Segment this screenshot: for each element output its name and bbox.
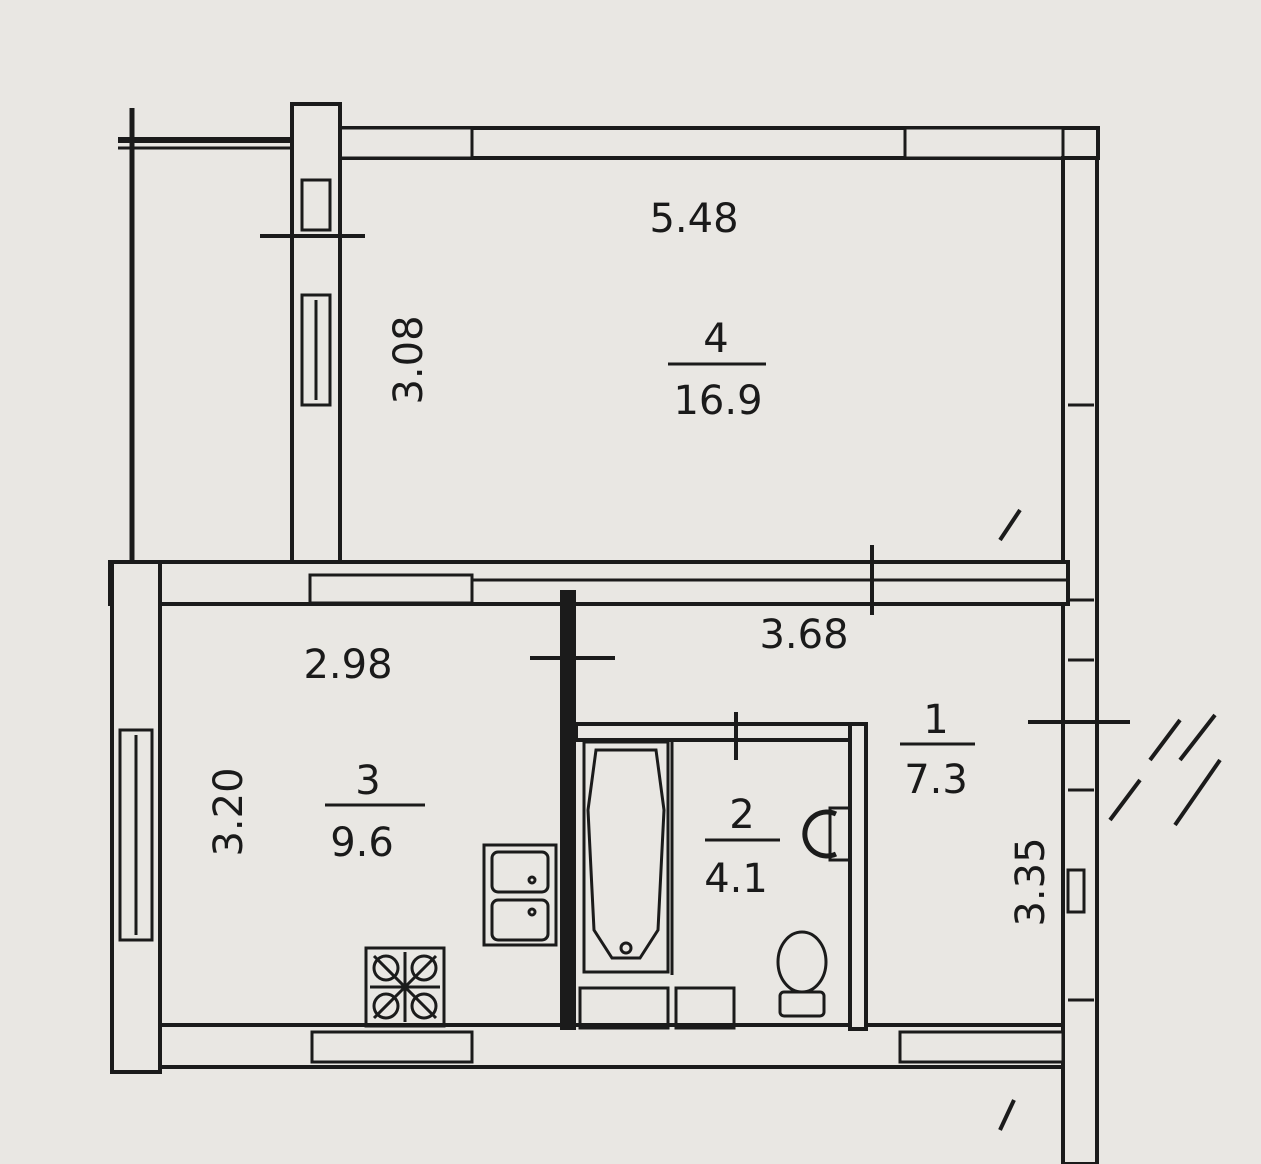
washbasin-icon — [802, 806, 852, 862]
bathtub-icon — [582, 740, 670, 974]
room-1-area: 7.3 — [904, 757, 968, 803]
room-4-number: 4 — [703, 316, 728, 362]
room-2: 2 4.1 — [704, 792, 780, 902]
window-top-right — [903, 126, 1065, 160]
fixtures — [364, 508, 1222, 1131]
partition-room3-hall — [560, 590, 576, 1030]
stove-icon — [364, 946, 446, 1028]
bath-cabinet-icon — [578, 986, 670, 1030]
bathroom-wall-right — [848, 722, 868, 1031]
room-2-number: 2 — [729, 792, 754, 838]
room-1-width: 3.68 — [759, 612, 848, 658]
kitchen-sink-icon — [482, 843, 558, 947]
room-4: 5.48 3.08 4 16.9 — [386, 196, 766, 424]
walls — [108, 102, 1100, 1164]
toilet-icon — [776, 930, 828, 1018]
middle-wall — [108, 560, 1070, 606]
room-1-height: 3.35 — [1008, 837, 1054, 926]
room-4-width: 5.48 — [649, 196, 738, 242]
room-3-width: 2.98 — [303, 642, 392, 688]
room-1: 3.68 3.35 1 7.3 — [759, 612, 1054, 927]
room-4-height: 3.08 — [386, 315, 432, 404]
bathroom-wall-top — [574, 722, 868, 742]
room-3-number: 3 — [355, 758, 380, 804]
room-3: 2.98 3.20 3 9.6 — [206, 642, 425, 866]
room-3-height: 3.20 — [206, 767, 252, 856]
room-4-area: 16.9 — [673, 378, 762, 424]
room-1-number: 1 — [923, 697, 948, 743]
room-2-area: 4.1 — [704, 856, 768, 902]
room-3-area: 9.6 — [330, 820, 394, 866]
washing-machine-icon — [674, 986, 736, 1030]
